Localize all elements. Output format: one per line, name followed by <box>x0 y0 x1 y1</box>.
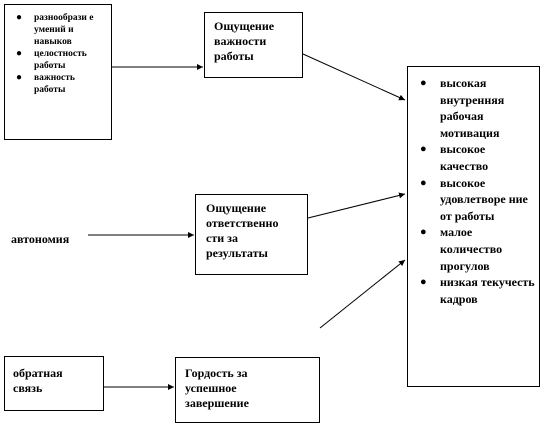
list-item: ●малое количество прогулов <box>420 225 503 273</box>
meaningfulness-box: Ощущение важности работы <box>204 12 303 78</box>
arrow-responsibility-to-outcomes <box>307 192 406 219</box>
autonomy-label: автономия <box>11 232 70 246</box>
outcomes-list: ●высокая внутренняя рабочая мотивация ●в… <box>408 67 539 307</box>
pride-box: Гордость за успешное завершение <box>175 357 320 423</box>
bullet-icon: ● <box>16 12 23 23</box>
list-item: ●целостность работы <box>16 48 87 71</box>
bullet-icon: ● <box>420 176 427 189</box>
job-characteristics-box: ●разнообрази е умений и навыков ●целостн… <box>4 4 112 140</box>
pride-label: Гордость за успешное завершение <box>185 366 249 410</box>
arrow-meaning-to-outcomes <box>302 53 406 101</box>
list-item: ●низкая текучесть кадров <box>420 275 535 306</box>
bullet-icon: ● <box>420 77 427 89</box>
list-item: ●высокая внутренняя рабочая мотивация <box>420 76 505 140</box>
bullet-icon: ● <box>16 48 23 59</box>
bullet-icon: ● <box>420 226 427 239</box>
list-item: ●разнообрази е умений и навыков <box>16 12 94 47</box>
responsibility-box: Ощущение ответственно сти за результаты <box>195 194 308 275</box>
responsibility-label: Ощущение ответственно сти за результаты <box>206 201 279 260</box>
outcomes-box: ●высокая внутренняя рабочая мотивация ●в… <box>407 66 540 387</box>
job-characteristics-list: ●разнообрази е умений и навыков ●целостн… <box>5 5 111 96</box>
bullet-icon: ● <box>420 143 427 156</box>
list-item: ●высокое удовлетворе ние от работы <box>420 175 528 223</box>
feedback-box: обратная связь <box>4 356 104 411</box>
list-item: ●важность работы <box>16 72 75 95</box>
arrow-pride-to-outcomes <box>319 259 406 329</box>
feedback-label: обратная связь <box>13 366 63 395</box>
bullet-icon: ● <box>420 276 427 289</box>
meaningfulness-label: Ощущение важности работы <box>214 19 275 63</box>
bullet-icon: ● <box>16 72 23 83</box>
list-item: ●высокое качество <box>420 142 489 173</box>
